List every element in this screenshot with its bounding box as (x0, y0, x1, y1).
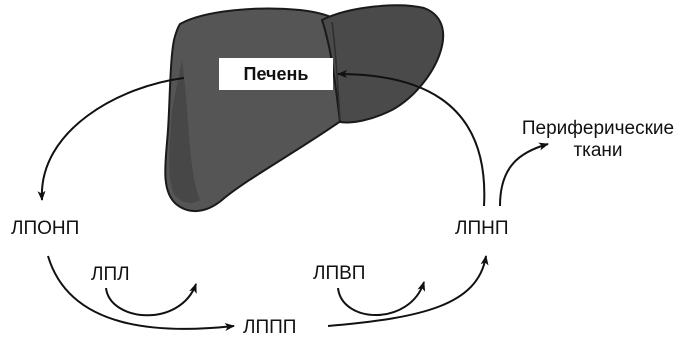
ldl-label: ЛПНП (455, 219, 509, 238)
liver-shape (165, 5, 443, 211)
hdl-label: ЛПВП (313, 264, 365, 283)
peripheral-line-1: Периферические (503, 118, 691, 140)
arrow-lpl (106, 284, 196, 315)
peripheral-tissues-label: Периферические ткани (503, 118, 691, 162)
liver-label: Печень (219, 58, 333, 90)
peripheral-line-2: ткани (503, 140, 691, 162)
arrow-vldl-to-idl (48, 256, 234, 329)
liver-right-lobe (322, 5, 443, 122)
vldl-label: ЛПОНП (11, 219, 79, 238)
arrow-liver-to-vldl (42, 78, 184, 200)
lpl-label: ЛПЛ (91, 265, 130, 284)
arrow-hdl (338, 282, 424, 315)
idl-label: ЛППП (243, 318, 296, 337)
